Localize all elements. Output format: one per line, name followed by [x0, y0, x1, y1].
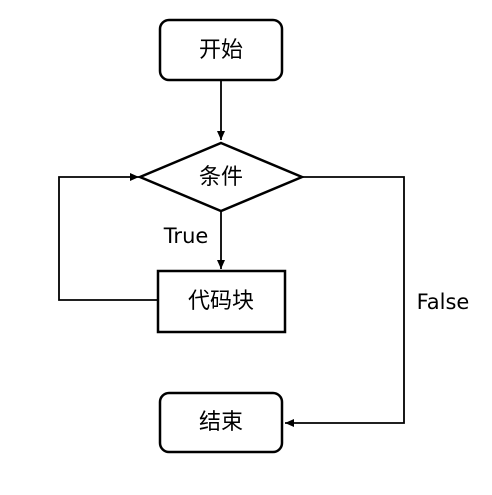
start-box: [158, 18, 284, 82]
node-condition: 条件: [136, 141, 306, 213]
edge-label-true: True: [163, 224, 209, 248]
node-start: 开始: [158, 18, 284, 82]
node-code-block: 代码块: [156, 269, 287, 334]
edge-condition-to-end-false: [285, 176, 405, 427]
code-block-label: 代码块: [188, 289, 254, 314]
condition-diamond: [136, 141, 306, 213]
end-box: [158, 391, 284, 454]
end-label: 结束: [199, 410, 243, 435]
condition-label: 条件: [199, 165, 243, 190]
edge-label-false: False: [417, 290, 470, 314]
code-block-box: [156, 269, 287, 334]
start-label: 开始: [199, 38, 243, 63]
edge-code-block-loop-back: [58, 173, 158, 301]
node-end: 结束: [158, 391, 284, 454]
